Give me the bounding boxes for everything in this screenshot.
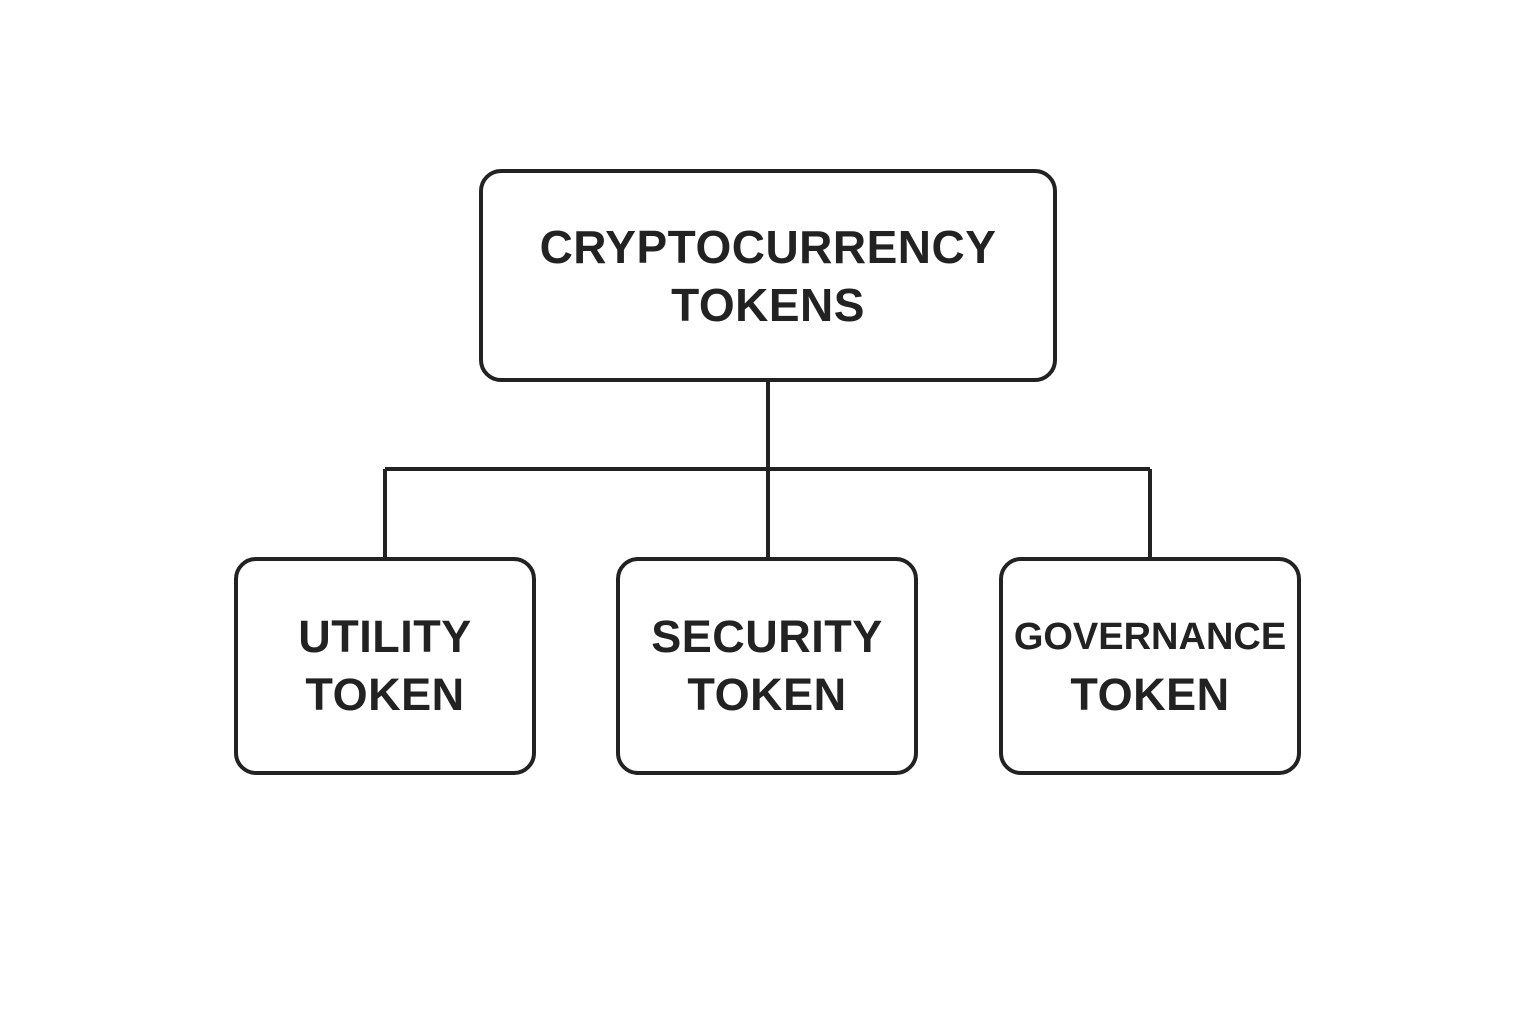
child-node-label-line-1: SECURITY xyxy=(651,611,883,662)
child-node-label-line-2: TOKEN xyxy=(687,669,847,720)
child-node-governance-token: GOVERNANCE TOKEN xyxy=(999,557,1301,775)
child-node-label-line-1: GOVERNANCE xyxy=(1013,616,1287,658)
child-node-utility-token: UTILITY TOKEN xyxy=(234,557,536,775)
child-node-label-line-1: UTILITY xyxy=(298,611,472,662)
root-node-label-line-1: CRYPTOCURRENCY xyxy=(539,220,997,273)
child-node-label-line-2: TOKEN xyxy=(1070,669,1230,720)
child-node-security-token: SECURITY TOKEN xyxy=(616,557,918,775)
root-node-label-line-2: TOKENS xyxy=(671,278,865,331)
root-node-cryptocurrency-tokens: CRYPTOCURRENCY TOKENS xyxy=(479,169,1057,382)
child-node-label-line-2: TOKEN xyxy=(305,669,465,720)
